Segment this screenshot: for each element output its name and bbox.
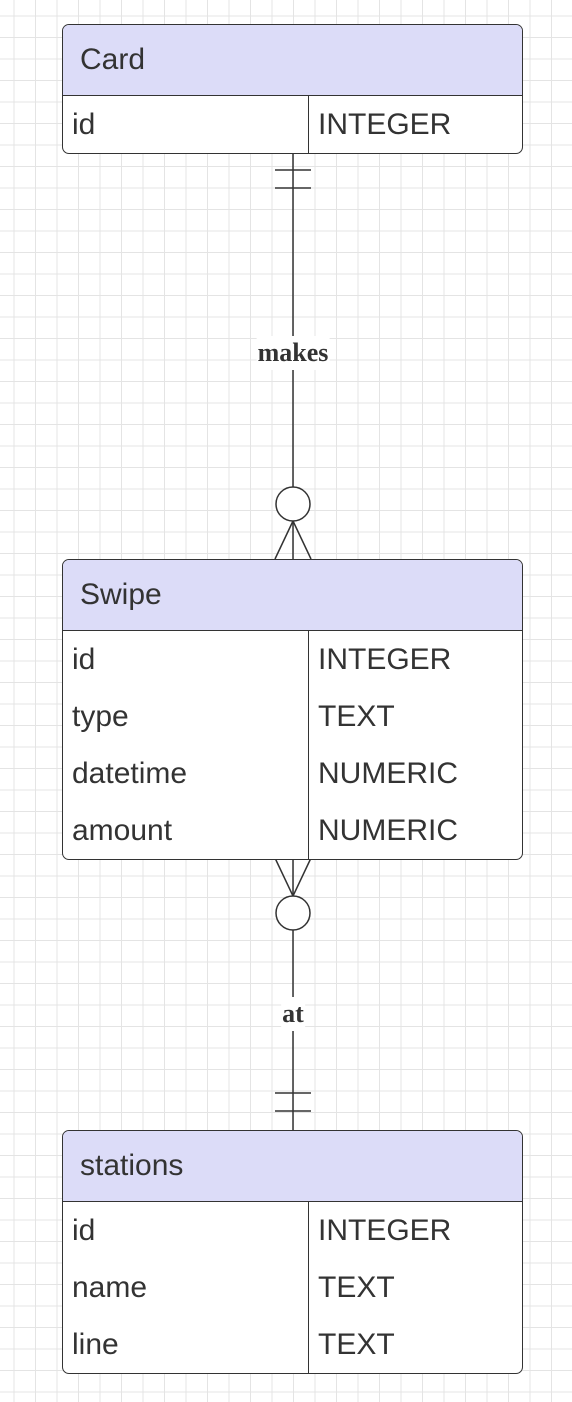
entity-stations[interactable]: stations id INTEGER name TEXT line TEXT	[62, 1130, 523, 1374]
field-row[interactable]: id INTEGER	[63, 631, 522, 688]
field-type: INTEGER	[318, 642, 452, 676]
field-type: TEXT	[318, 699, 395, 733]
entity-card-header: Card	[63, 25, 522, 96]
column-divider	[308, 96, 309, 153]
field-name: id	[72, 1213, 96, 1247]
entity-title: Card	[80, 43, 146, 76]
field-type: INTEGER	[318, 107, 452, 141]
entity-card-fields: id INTEGER	[63, 96, 522, 153]
field-row[interactable]: datetime NUMERIC	[63, 745, 522, 802]
entity-swipe[interactable]: Swipe id INTEGER type TEXT datetime NUME…	[62, 559, 523, 860]
field-row[interactable]: type TEXT	[63, 688, 522, 745]
entity-card[interactable]: Card id INTEGER	[62, 24, 523, 154]
relationship-label-makes: makes	[256, 336, 330, 370]
column-divider	[308, 631, 309, 859]
field-row[interactable]: line TEXT	[63, 1316, 522, 1373]
field-name: line	[72, 1327, 119, 1361]
entity-stations-fields: id INTEGER name TEXT line TEXT	[63, 1202, 522, 1373]
entity-title: Swipe	[80, 578, 162, 611]
field-type: NUMERIC	[318, 756, 458, 790]
makes-crowfoot-left	[274, 520, 294, 560]
column-divider	[308, 1202, 309, 1373]
field-type: NUMERIC	[318, 813, 458, 847]
at-zero-circle	[275, 895, 311, 931]
field-row[interactable]: id INTEGER	[63, 96, 522, 153]
at-crowfoot-right	[292, 857, 312, 897]
makes-zero-circle	[275, 486, 311, 522]
at-crowfoot-left	[274, 857, 294, 897]
field-row[interactable]: amount NUMERIC	[63, 802, 522, 859]
field-name: id	[72, 642, 96, 676]
entity-stations-header: stations	[63, 1131, 522, 1202]
field-row[interactable]: id INTEGER	[63, 1202, 522, 1259]
field-name: type	[72, 699, 129, 733]
field-name: datetime	[72, 756, 188, 790]
makes-crowfoot-right	[292, 520, 312, 560]
field-type: TEXT	[318, 1270, 395, 1304]
field-type: TEXT	[318, 1327, 395, 1361]
field-name: amount	[72, 813, 173, 847]
entity-swipe-header: Swipe	[63, 560, 522, 631]
relationship-label-at: at	[281, 997, 305, 1031]
field-name: name	[72, 1270, 148, 1304]
entity-swipe-fields: id INTEGER type TEXT datetime NUMERIC am…	[63, 631, 522, 859]
field-row[interactable]: name TEXT	[63, 1259, 522, 1316]
field-name: id	[72, 107, 96, 141]
field-type: INTEGER	[318, 1213, 452, 1247]
entity-title: stations	[80, 1149, 184, 1182]
